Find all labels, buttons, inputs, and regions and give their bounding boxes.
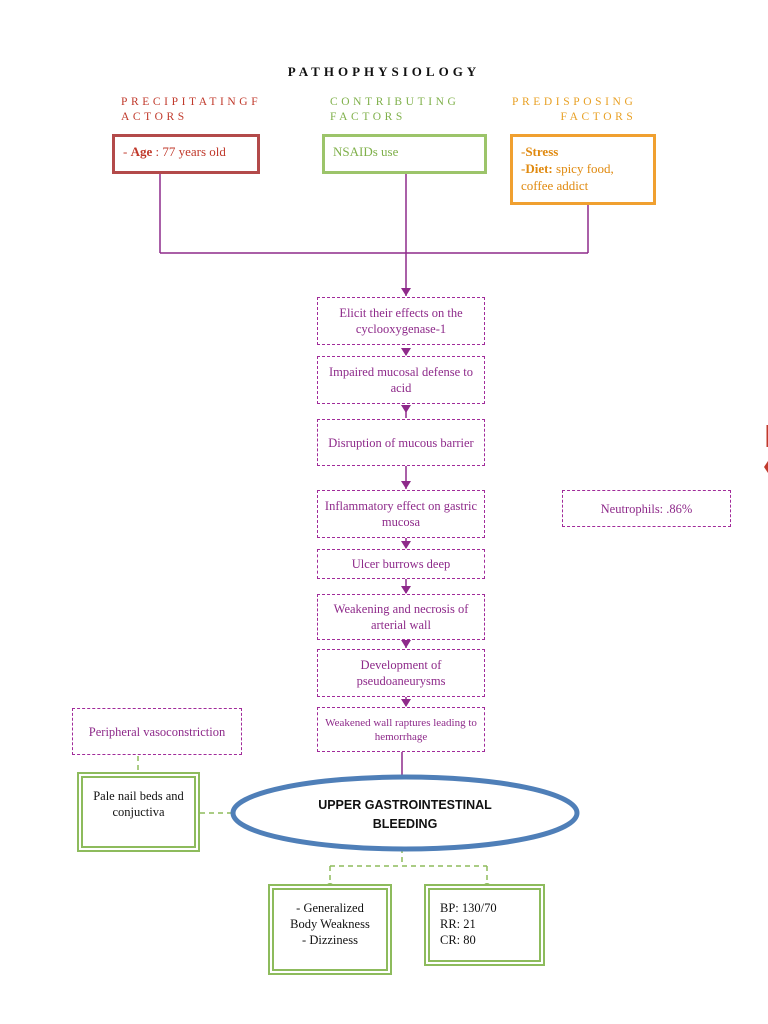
precipitating-heading: PRECIPITATINGF ACTORS [121, 96, 262, 123]
edge-marker-icon [764, 425, 768, 473]
pale-manifestation-box: Pale nail beds and conjuctiva [77, 772, 200, 852]
diet-value: spicy food, coffee addict [521, 161, 614, 193]
outcome-label: UPPER GASTROINTESTINAL BLEEDING [318, 798, 492, 831]
flow-step-necrosis: Weakening and necrosis of arterial wall [317, 594, 485, 640]
pale-text: Pale nail beds and conjuctiva [93, 789, 184, 819]
vitals-box: BP: 130/70 RR: 21 CR: 80 [424, 884, 545, 966]
stress-label: -Stress [521, 144, 559, 159]
weakness-line-1: - Generalized [296, 901, 364, 915]
flow-step-ulcer: Ulcer burrows deep [317, 549, 485, 579]
weakness-line-2: Body Weakness [290, 917, 370, 931]
flow-step-cox1: Elicit their effects on the cyclooxygena… [317, 297, 485, 345]
diet-item: -Diet: spicy food, coffee addict [521, 160, 645, 194]
neutrophils-note: Neutrophils: .86% [562, 490, 731, 527]
predisposing-heading: PREDISPOSING FACTORS [512, 96, 637, 123]
predisposing-box: -Stress -Diet: spicy food, coffee addict [510, 134, 656, 205]
flow-step-inflammatory: Inflammatory effect on gastric mucosa [317, 490, 485, 538]
vitals-bp: BP: 130/70 [440, 901, 497, 915]
age-label: Age [130, 144, 153, 159]
contributing-heading: CONTRIBUTING FACTORS [330, 96, 460, 123]
flow-step-mucosal-defense: Impaired mucosal defense to acid [317, 356, 485, 404]
weakness-manifestation-box: - Generalized Body Weakness - Dizziness [268, 884, 392, 975]
age-value: : 77 years old [152, 144, 226, 159]
diet-label: -Diet: [521, 161, 553, 176]
vitals-cr: CR: 80 [440, 933, 476, 947]
flow-step-pseudoaneurysm: Development of pseudoaneurysms [317, 649, 485, 697]
precipitating-box: - Age : 77 years old [112, 134, 260, 174]
stress-item: -Stress [521, 143, 645, 160]
flow-step-mucous-barrier: Disruption of mucous barrier [317, 419, 485, 466]
vasoconstriction-note: Peripheral vasoconstriction [72, 708, 242, 755]
flow-step-rupture: Weakened wall raptures leading to hemorr… [317, 707, 485, 752]
contributing-box: NSAIDs use [322, 134, 487, 174]
nsaids-text: NSAIDs use [333, 144, 399, 159]
age-prefix: - [123, 144, 131, 159]
page-title: PATHOPHYSIOLOGY [287, 64, 481, 79]
outcome-ellipse [230, 774, 580, 852]
weakness-line-3: - Dizziness [302, 933, 358, 947]
vitals-rr: RR: 21 [440, 917, 476, 931]
